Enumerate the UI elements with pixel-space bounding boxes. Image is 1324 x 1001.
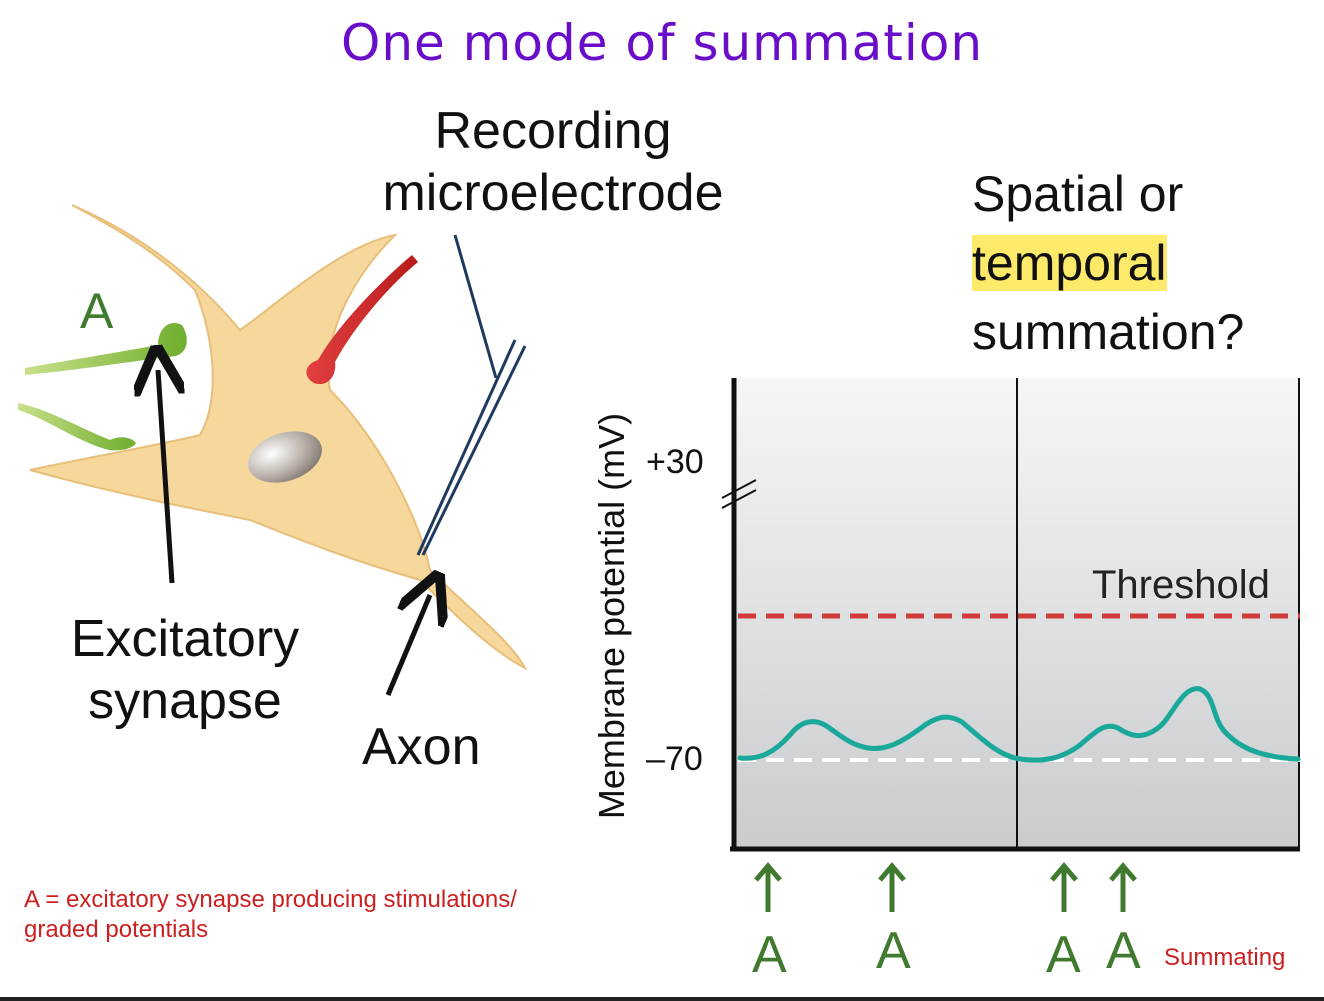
axon-label: Axon xyxy=(362,718,481,776)
membrane-potential-graph xyxy=(721,378,1301,912)
excitatory-label-line2: synapse xyxy=(88,672,282,731)
y-axis-label: Membrane potential (mV) xyxy=(591,412,632,820)
y-tick-minus70: –70 xyxy=(646,740,703,778)
membrane-potential-trace xyxy=(737,686,1301,763)
excitatory-synapse-label: Excitatory synapse xyxy=(40,608,330,733)
neuron xyxy=(29,204,528,671)
stimulus-arrow xyxy=(754,862,782,912)
axon-arrow xyxy=(385,595,430,696)
y-tick-plus30: +30 xyxy=(646,443,704,481)
excitatory-terminal-a xyxy=(25,322,187,375)
footnote: A = excitatory synapse producing stimula… xyxy=(24,885,517,945)
recording-label-line1: Recording xyxy=(434,102,672,160)
bottom-divider xyxy=(0,997,1324,1001)
question-highlight: temporal xyxy=(972,235,1167,291)
threshold-label: Threshold xyxy=(1092,563,1270,607)
slide-title: One mode of summation xyxy=(340,14,984,72)
microelectrode xyxy=(416,339,517,556)
recording-label-line2: microelectrode xyxy=(382,164,724,223)
microelectrode-pointer xyxy=(453,234,498,379)
footnote-line1: A = excitatory synapse producing stimula… xyxy=(24,886,517,913)
stimulus-label: A xyxy=(752,926,787,984)
question-line1: Spatial or xyxy=(972,166,1184,222)
excitatory-synapse-arrow xyxy=(158,370,172,584)
stimulus-label: A xyxy=(876,922,911,980)
question-line3: summation? xyxy=(972,304,1245,360)
nucleus xyxy=(248,431,322,483)
recording-microelectrode-label: Recording microelectrode xyxy=(358,100,748,225)
stimulus-arrow xyxy=(878,862,906,912)
stimulus-arrow xyxy=(1050,862,1078,912)
summating-label: Summating xyxy=(1164,944,1286,971)
synapse-letter-label: A xyxy=(80,283,114,339)
summation-question: Spatial or temporal summation? xyxy=(972,160,1244,367)
excitatory-terminal-b xyxy=(18,403,136,451)
stimulus-arrow xyxy=(1109,862,1137,912)
inhibitory-terminal xyxy=(306,255,418,385)
stimulus-label: A xyxy=(1046,926,1081,984)
excitatory-label-line1: Excitatory xyxy=(70,610,300,668)
footnote-line2: graded potentials xyxy=(24,916,209,943)
axis-break-mark xyxy=(721,479,757,499)
stimulus-label: A xyxy=(1106,922,1141,980)
